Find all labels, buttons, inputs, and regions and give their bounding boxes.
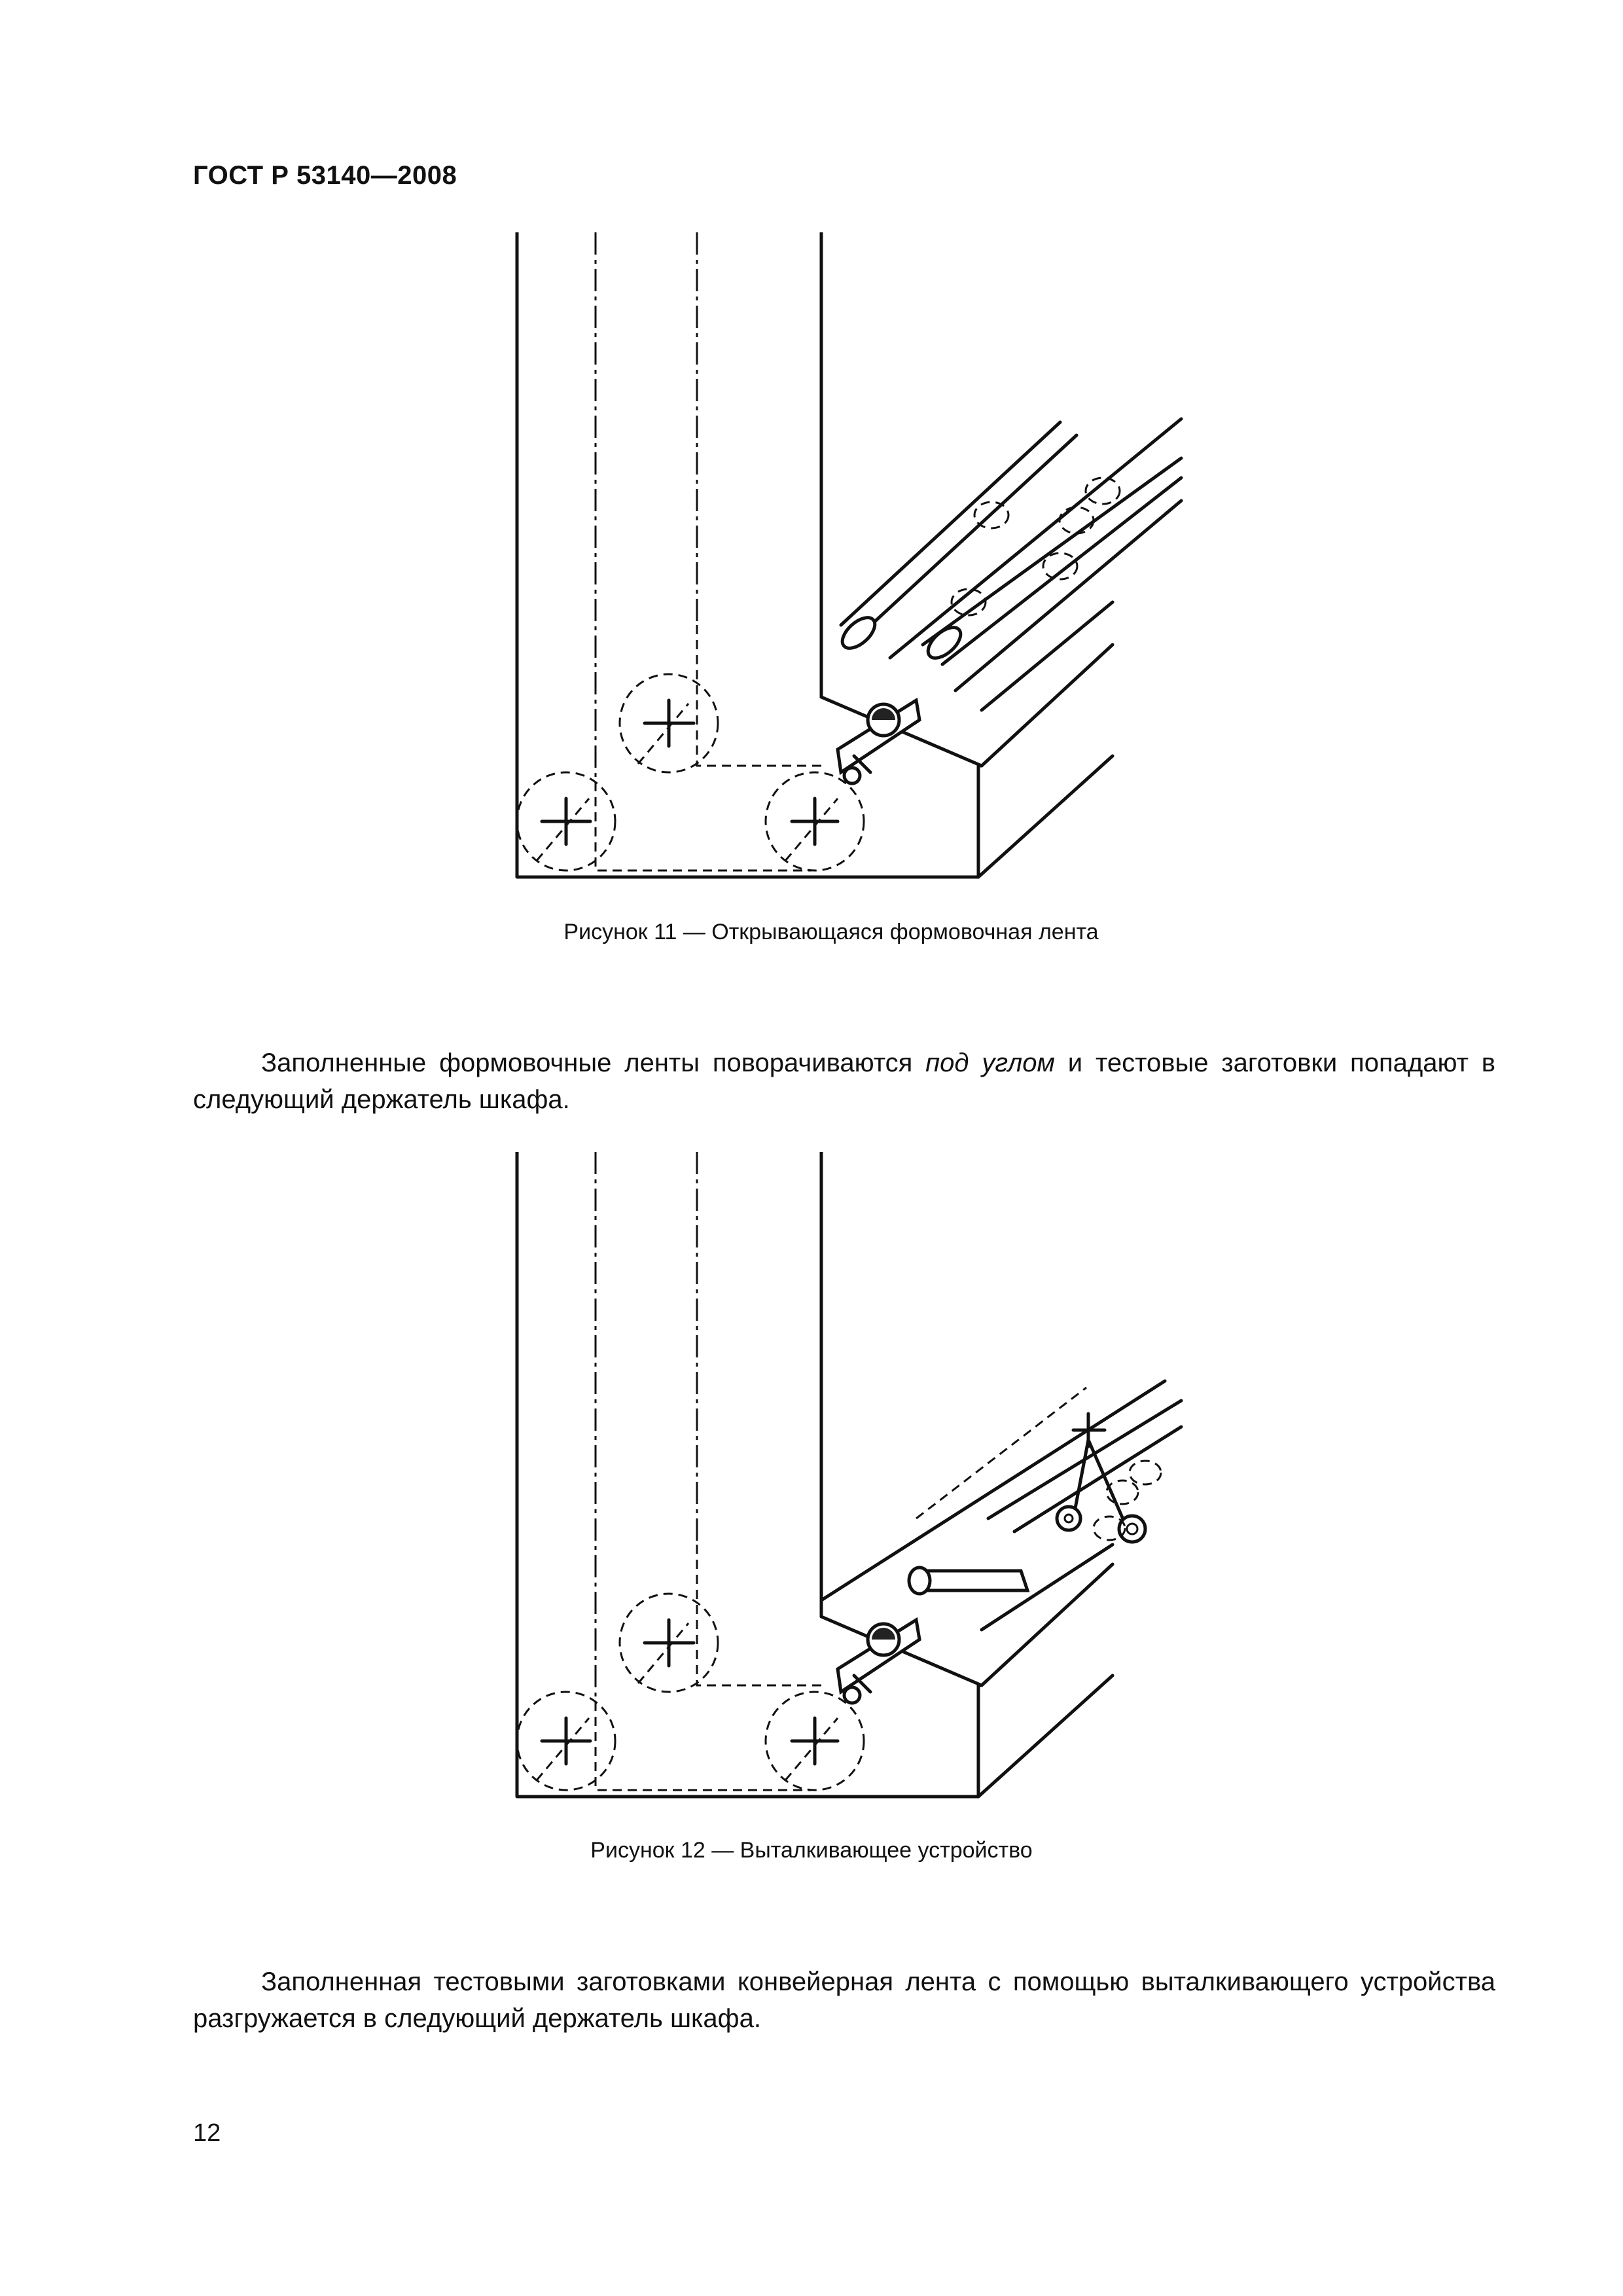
paragraph-1-text-a: Заполненные формовочные ленты поворачива… (261, 1049, 926, 1077)
document-header: ГОСТ Р 53140—2008 (193, 161, 457, 190)
paragraph-1-italic: под углом (925, 1049, 1055, 1077)
page-number: 12 (193, 2119, 221, 2147)
figure-11-opening-forming-belt (497, 232, 1198, 893)
paragraph-2-text: Заполненная тестовыми заготовками конвей… (193, 1967, 1495, 2033)
figure-12-ejector-device (497, 1152, 1198, 1813)
figure-12-caption: Рисунок 12 — Выталкивающее устройство (590, 1838, 1033, 1863)
paragraph-1: Заполненные формовочные ленты поворачива… (193, 1045, 1495, 1118)
paragraph-2: Заполненная тестовыми заготовками конвей… (193, 1964, 1495, 2037)
figure-11-drawing (515, 232, 1183, 879)
paragraph-1-text-b: и тестовые заготовки попадают в следующи… (193, 1049, 1495, 1114)
figure-12-drawing (515, 1152, 1183, 1799)
figure-11-caption: Рисунок 11 — Открывающаяся формовочная л… (563, 920, 1099, 944)
